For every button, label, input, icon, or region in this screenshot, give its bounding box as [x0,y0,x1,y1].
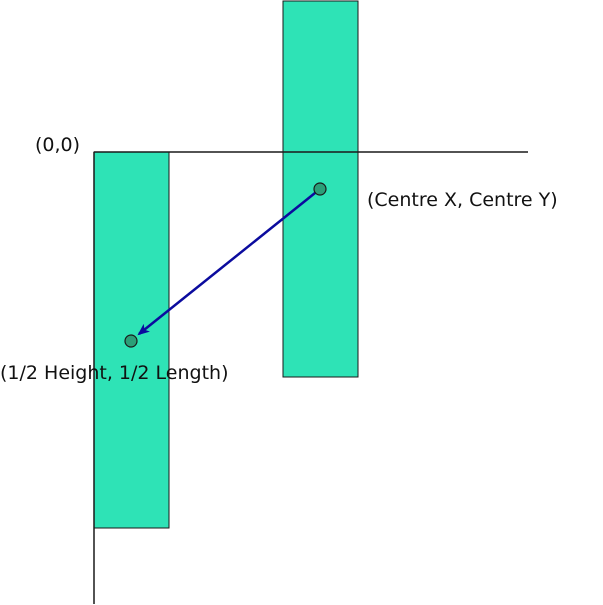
centre-label: (Centre X, Centre Y) [367,189,558,211]
origin-label: (0,0) [35,134,80,156]
centre-point [313,182,327,196]
half-size-point [124,334,138,348]
half-size-label: (1/2 Height, 1/2 Length) [0,362,228,384]
offset-arrow [137,188,321,336]
